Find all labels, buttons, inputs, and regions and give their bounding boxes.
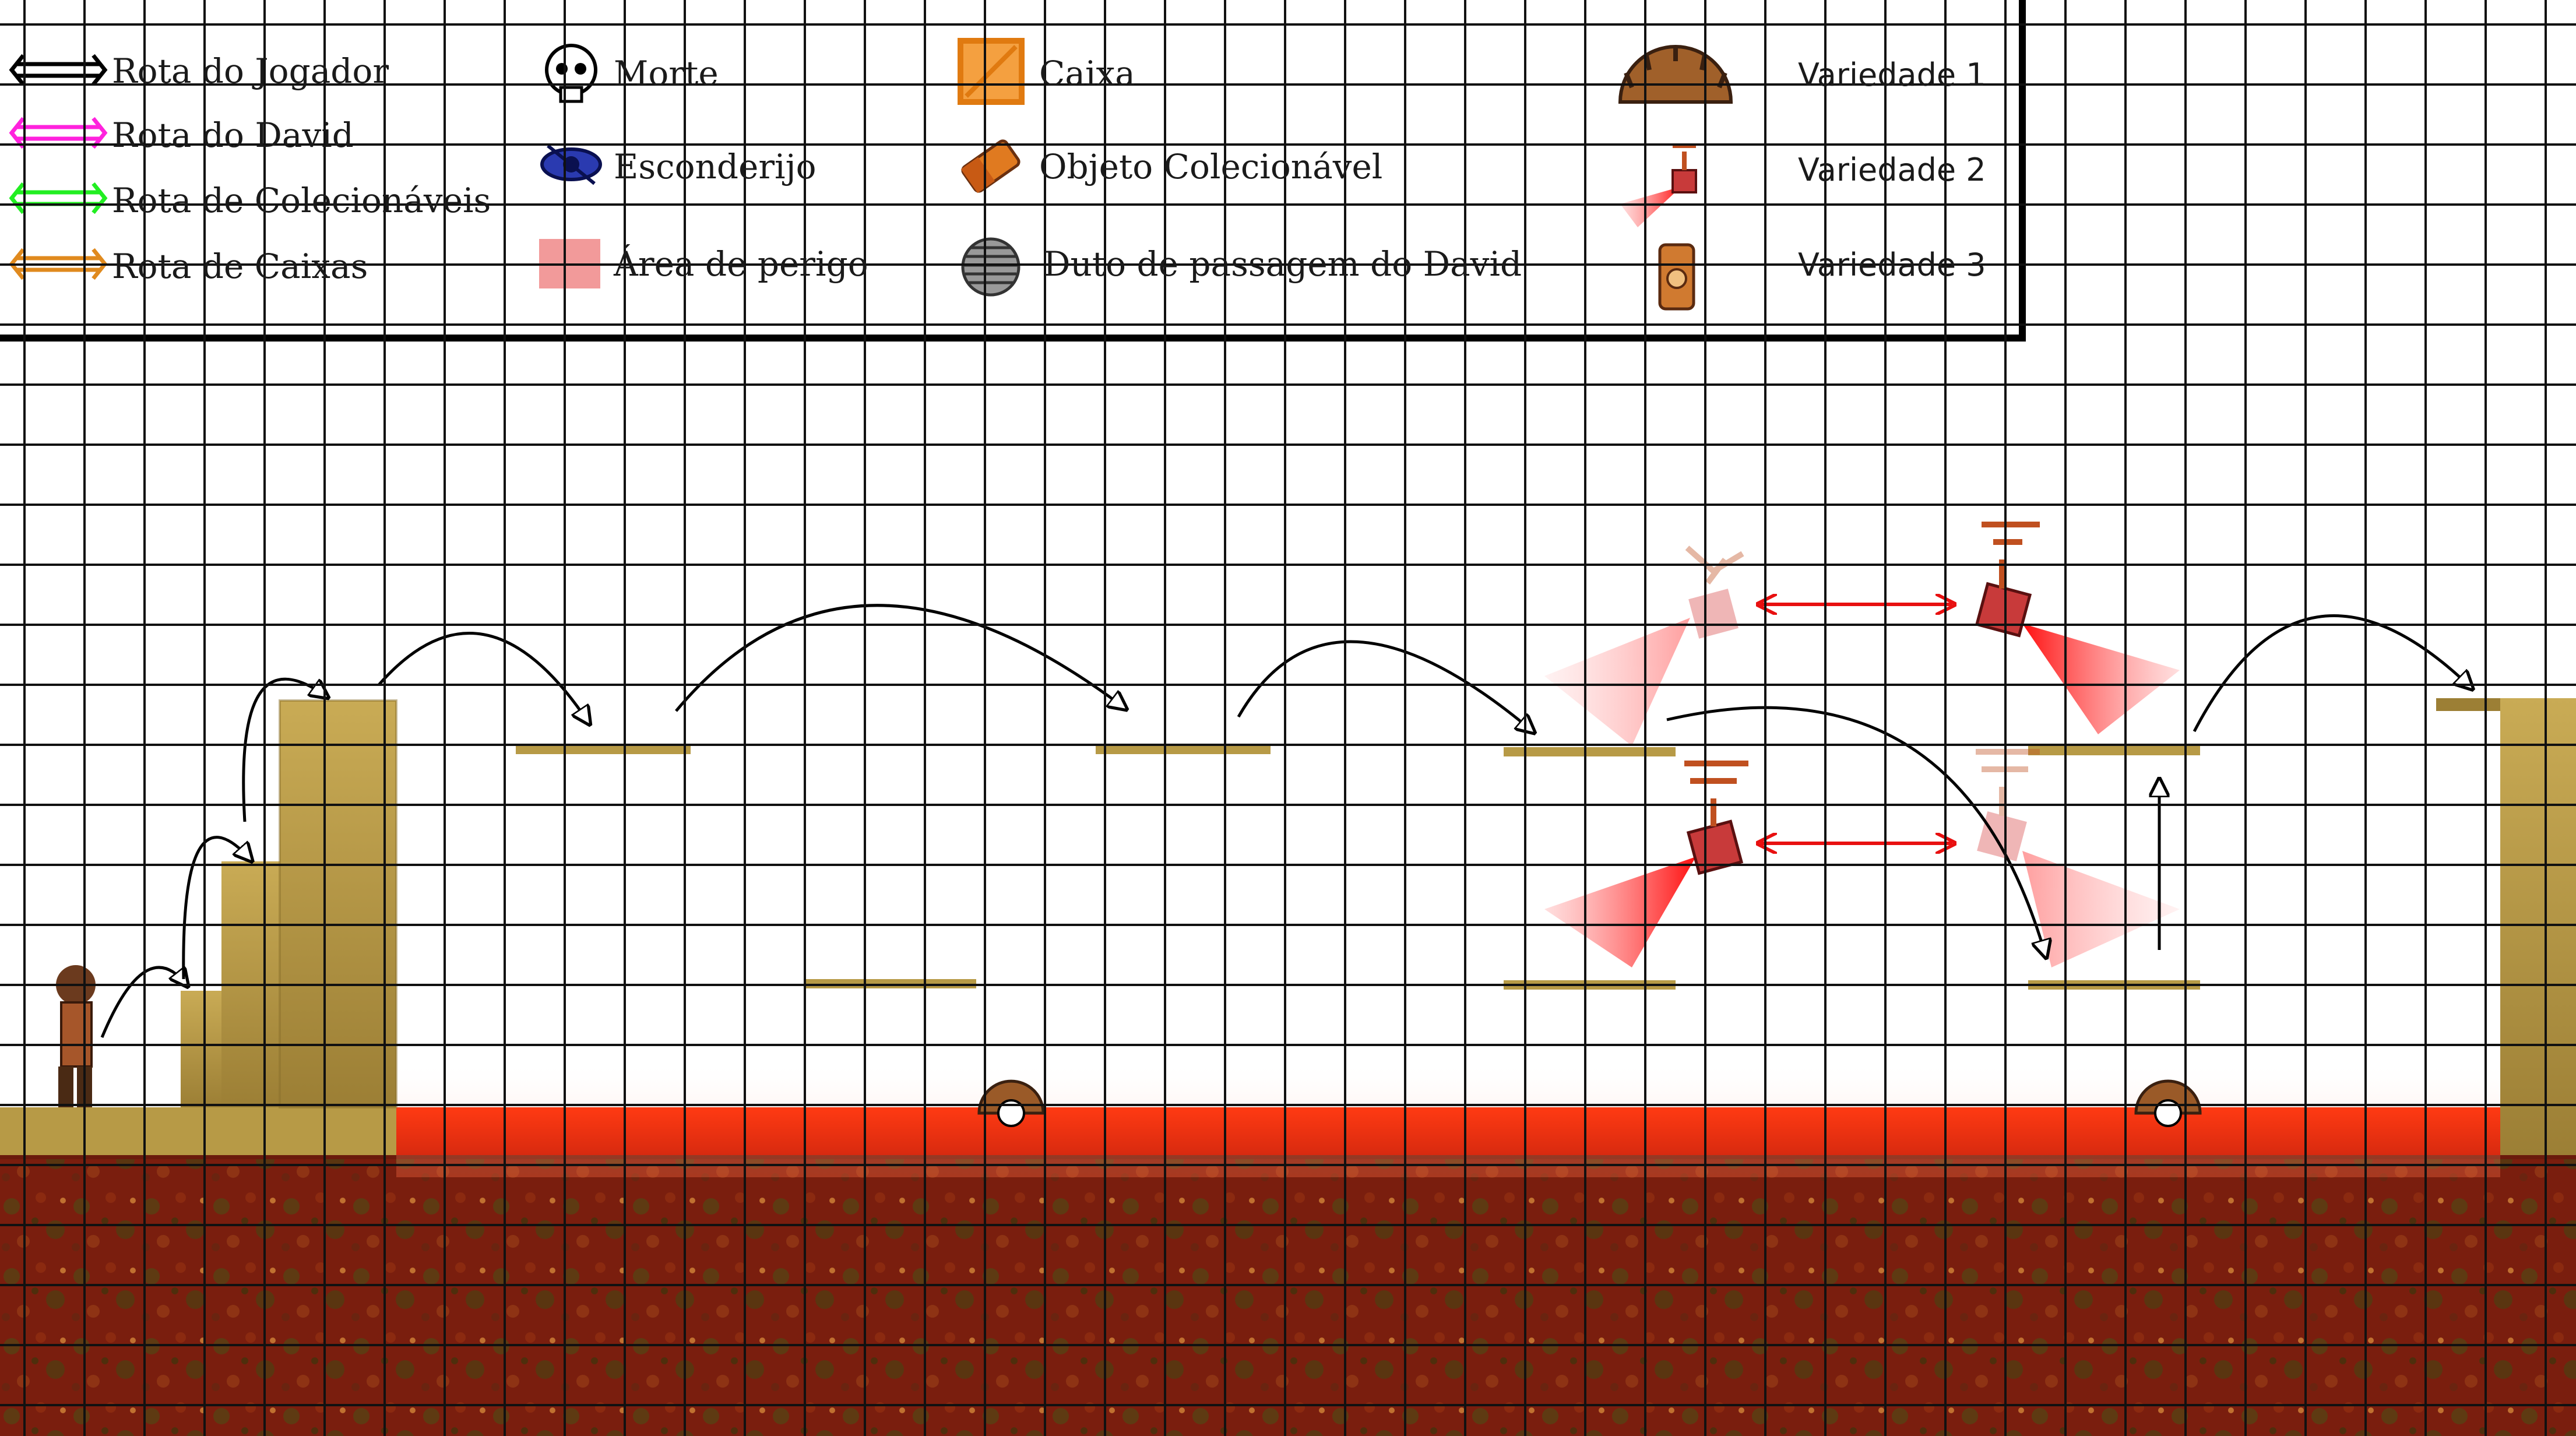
totem-icon: [1658, 243, 1695, 311]
saw-trap-icon: [1618, 45, 1733, 104]
legend-variety-1-label: Variedade 1: [1798, 57, 1986, 93]
legend-variety-3-label: Variedade 3: [1798, 247, 1986, 283]
start-floor: [0, 1107, 396, 1155]
dirt-ground: [0, 1151, 2576, 1436]
exit-wall: [2500, 698, 2576, 1155]
legend-collectibles-route-label: Rota de Colecionáveis: [112, 181, 491, 220]
legend-variety-2-label: Variedade 2: [1798, 152, 1986, 188]
legend-box-label: Caixa: [1039, 54, 1135, 93]
laser-drone: [1544, 545, 1744, 746]
skull-icon: [545, 44, 597, 103]
collectible-icon: [960, 139, 1020, 193]
stair-step-3: [280, 701, 396, 1107]
platform: [516, 745, 691, 754]
legend-collectible-label: Objeto Colecionável: [1039, 147, 1383, 186]
legend-hideout-label: Esconderijo: [614, 147, 817, 186]
legend-player-route-label: Rota do Jogador: [112, 51, 389, 91]
legend-boxes-route-label: Rota de Caixas: [112, 247, 368, 286]
legend-danger-area-label: Área de perigo: [614, 244, 868, 284]
double-arrow-icon: [9, 54, 108, 86]
lava-pool: [396, 1107, 2500, 1155]
legend-border: [0, 0, 2026, 342]
laser-drone: [1544, 761, 1748, 967]
player-route: [100, 604, 2471, 1038]
player-character: [56, 965, 96, 1107]
platform: [2028, 746, 2200, 755]
laser-drone: [1975, 522, 2180, 734]
laser-drone-icon: [1620, 143, 1697, 227]
crate-icon: [958, 38, 1025, 105]
legend-death-label: Morte: [614, 54, 719, 93]
hidden-eye-icon: [540, 144, 602, 185]
legend-david-route-label: Rota do David: [112, 115, 354, 155]
platform: [1096, 745, 1271, 754]
platform: [1504, 747, 1676, 756]
legend-duct-label: Duto de passagem do David: [1043, 244, 1522, 284]
exit-ledge: [2436, 698, 2500, 711]
duct-icon: [961, 237, 1020, 297]
